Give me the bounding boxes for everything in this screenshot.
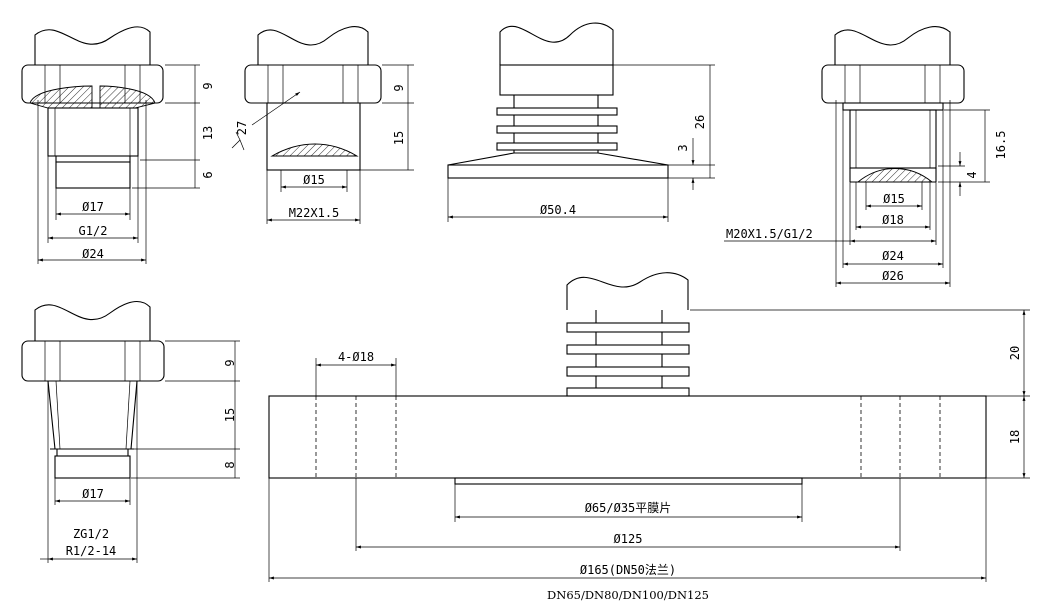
- dim-f1-hex-height: 9: [201, 82, 215, 89]
- dim-f2-thread: M22X1.5: [289, 206, 340, 220]
- dim-f4-tip-height: 4: [965, 171, 979, 178]
- dim-f3-flange-diameter: Ø50.4: [540, 203, 576, 217]
- dim-f3-flange-height: 3: [676, 144, 690, 151]
- dim-f1-thread: G1/2: [79, 224, 108, 238]
- fitting-g12-view: 9 13 6 Ø17 G1/2 Ø24: [21, 26, 215, 264]
- dim-f1-inner-diameter: Ø17: [82, 200, 104, 214]
- dim-f2-body-height: 15: [392, 131, 406, 145]
- dim-f1-thread-height: 13: [201, 126, 215, 140]
- fitting-clamp-view: 26 3 Ø50.4: [447, 22, 715, 222]
- dim-f5-thread-a: ZG1/2: [73, 527, 109, 541]
- dim-f5-inner-diameter: Ø17: [82, 487, 104, 501]
- dim-f6-flange-diameter: Ø165(DN50法兰): [580, 563, 676, 577]
- dim-f6-bolt-holes: 4-Ø18: [338, 350, 374, 364]
- dim-f6-bolt-circle: Ø125: [614, 532, 643, 546]
- dim-f6-size-options: DN65/DN80/DN100/DN125: [547, 588, 709, 602]
- dim-f5-thread-height: 15: [223, 408, 237, 422]
- dim-f4-outer-diameter: Ø26: [882, 269, 904, 283]
- dim-f4-mid-diameter: Ø24: [882, 249, 904, 263]
- dim-f6-fins-height: 20: [1008, 346, 1022, 360]
- dim-f5-tip-height: 8: [223, 461, 237, 468]
- fitting-m22-view: 9 15 27 Ø15 M22X1.5: [231, 26, 414, 224]
- dim-f4-inner-diameter: Ø18: [882, 213, 904, 227]
- dim-f4-membrane-diameter: Ø15: [883, 192, 905, 206]
- dim-f6-flange-height: 18: [1008, 430, 1022, 444]
- dim-f2-hex-height: 9: [392, 84, 406, 91]
- dim-f2-angle: 27: [235, 121, 249, 135]
- dim-f5-thread-b: R1/2-14: [66, 544, 117, 558]
- dim-f2-membrane-diameter: Ø15: [303, 173, 325, 187]
- dim-f1-outer-diameter: Ø24: [82, 247, 104, 261]
- dim-f1-tip-height: 6: [201, 171, 215, 178]
- dim-f5-hex-height: 9: [223, 359, 237, 366]
- dim-f3-total-height: 26: [693, 115, 707, 129]
- dim-f4-thread-height: 16.5: [994, 131, 1008, 160]
- flange-dn50-view: 4-Ø18 20 18 Ø65/Ø35平膜片 Ø125 Ø165(DN50法兰)…: [268, 272, 1030, 602]
- fitting-zg12-view: 9 15 8 Ø17 ZG1/2 R1/2-14: [21, 301, 240, 563]
- dim-f4-thread: M20X1.5/G1/2: [726, 227, 813, 241]
- dim-f6-membrane-diameter: Ø65/Ø35平膜片: [585, 501, 672, 515]
- fitting-m20-view: 16.5 4 Ø15 Ø18 M20X1.5/G1/2 Ø24 Ø26: [724, 26, 1008, 287]
